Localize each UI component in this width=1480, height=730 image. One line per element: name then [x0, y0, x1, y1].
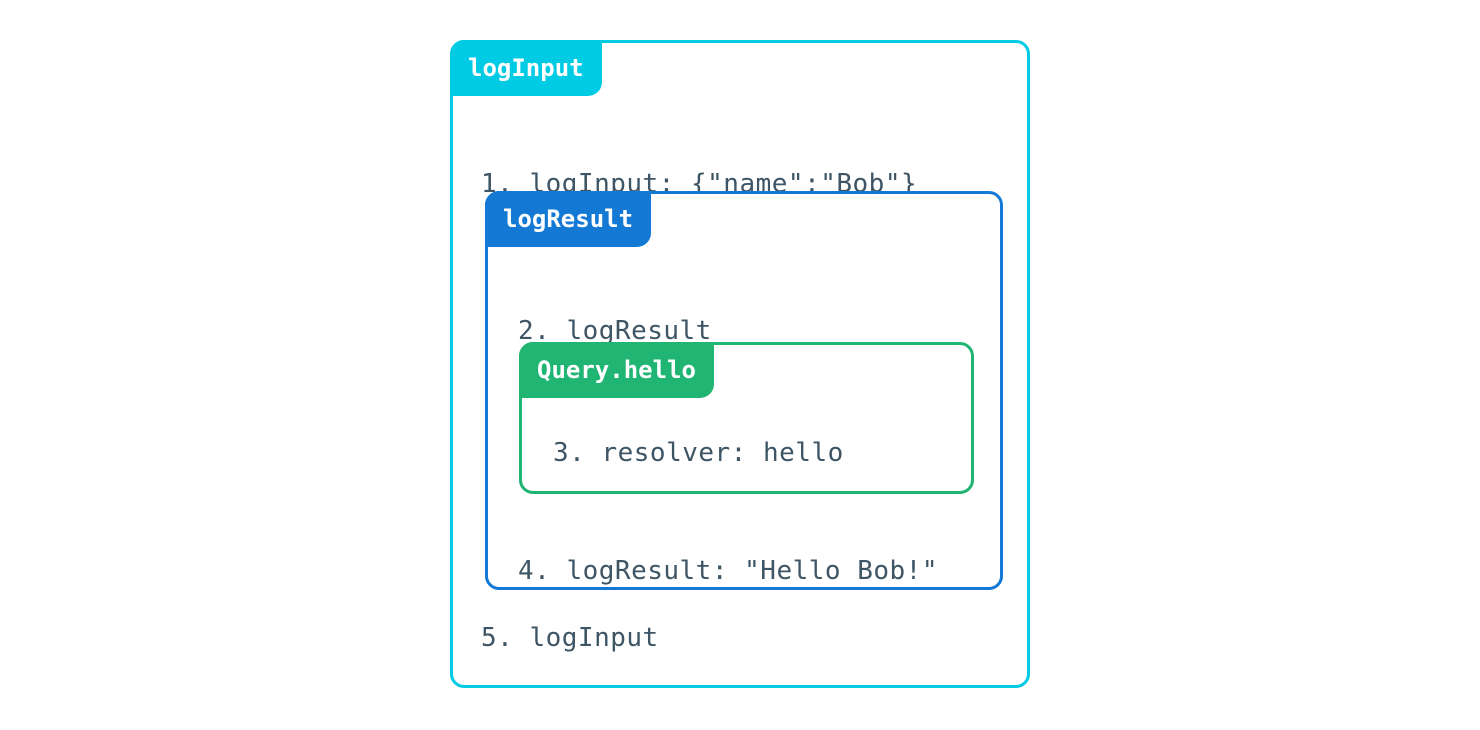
box-label-query-hello: Query.hello [519, 342, 714, 398]
box-label-logresult: logResult [485, 191, 652, 247]
box-label-loginput: logInput [450, 40, 602, 96]
trace-line-2: 2. logResult [518, 316, 712, 346]
trace-box-loginput: logInput 1. logInput: {"name":"Bob"} log… [450, 40, 1030, 688]
trace-line-4: 4. logResult: "Hello Bob!" [518, 556, 938, 586]
trace-box-logresult: logResult 2. logResult Query.hello 3. re… [485, 191, 1003, 590]
trace-line-3: 3. resolver: hello [553, 438, 844, 468]
trace-box-query-hello: Query.hello 3. resolver: hello [519, 342, 974, 494]
trace-line-5: 5. logInput [481, 623, 659, 653]
